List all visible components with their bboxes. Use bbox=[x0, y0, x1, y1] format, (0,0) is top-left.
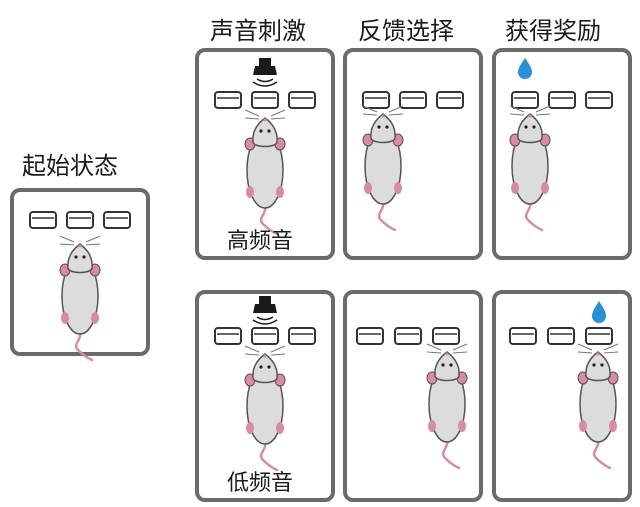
port-center bbox=[251, 327, 279, 345]
port-left bbox=[362, 91, 390, 109]
stimulus-high-scene bbox=[214, 58, 316, 236]
mouse-icon bbox=[244, 109, 286, 236]
panel-feedback-low bbox=[343, 290, 483, 502]
tone-label-low: 低频音 bbox=[227, 471, 294, 496]
panel-reward-low bbox=[492, 290, 632, 502]
port-left bbox=[356, 327, 384, 345]
port-right bbox=[103, 211, 131, 229]
speaker-icon bbox=[252, 296, 278, 325]
mouse-icon bbox=[362, 105, 404, 232]
port-right bbox=[288, 91, 316, 109]
panel-reward-high bbox=[492, 48, 632, 260]
title-start-state: 起始状态 bbox=[22, 152, 118, 180]
water-drop-icon bbox=[592, 301, 606, 323]
feedback-high-scene bbox=[362, 91, 464, 232]
panel-stimulus-high: 高频音 bbox=[195, 48, 335, 260]
port-right bbox=[585, 327, 613, 345]
mouse-icon bbox=[426, 343, 468, 470]
port-left bbox=[511, 91, 539, 109]
port-center bbox=[548, 91, 576, 109]
panel-stimulus-low: 低频音 bbox=[195, 290, 335, 502]
feedback-low-scene bbox=[356, 327, 468, 470]
port-center bbox=[66, 211, 94, 229]
stimulus-low-scene bbox=[214, 296, 316, 472]
title-feedback-choice: 反馈选择 bbox=[358, 17, 454, 45]
start-state-scene bbox=[29, 211, 131, 362]
port-left bbox=[509, 327, 537, 345]
title-sound-stimulus: 声音刺激 bbox=[210, 17, 306, 45]
panel-start-state bbox=[10, 188, 150, 362]
port-right bbox=[436, 91, 464, 109]
reward-low-scene bbox=[509, 301, 619, 470]
tone-label-high: 高频音 bbox=[227, 229, 294, 254]
mouse-icon bbox=[577, 343, 619, 470]
mouse-icon bbox=[59, 235, 101, 362]
port-center bbox=[547, 327, 575, 345]
port-right bbox=[432, 327, 460, 345]
port-right bbox=[585, 91, 613, 109]
port-left bbox=[214, 91, 242, 109]
port-center bbox=[394, 327, 422, 345]
water-drop-icon bbox=[518, 58, 532, 79]
mouse-icon bbox=[244, 345, 286, 472]
panel-feedback-high bbox=[343, 48, 483, 260]
mouse-icon bbox=[509, 105, 551, 232]
port-left bbox=[214, 327, 242, 345]
port-center bbox=[251, 91, 279, 109]
port-left bbox=[29, 211, 57, 229]
title-get-reward: 获得奖励 bbox=[505, 17, 601, 45]
port-right bbox=[288, 327, 316, 345]
speaker-icon bbox=[252, 58, 278, 87]
port-center bbox=[399, 91, 427, 109]
reward-high-scene bbox=[509, 58, 613, 232]
